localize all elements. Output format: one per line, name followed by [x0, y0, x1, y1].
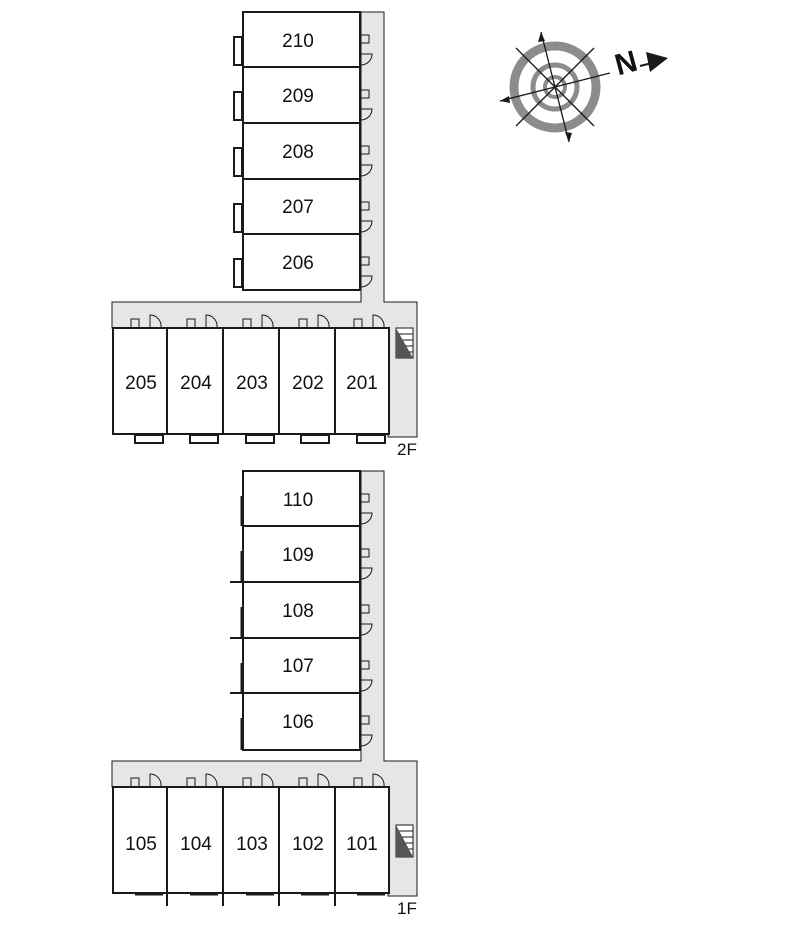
unit-1f-h0: 105	[112, 773, 168, 906]
unit-2f-h1: 204	[166, 314, 224, 444]
unit-1f-v3: 107	[230, 637, 373, 694]
unit-room	[242, 178, 361, 235]
unit-room	[278, 786, 336, 894]
unit-1f-h4: 101	[334, 773, 390, 896]
balcony	[300, 434, 330, 444]
door-icon	[360, 34, 373, 66]
unit-number: 106	[282, 712, 314, 733]
unit-room	[242, 470, 361, 527]
north-arrow-icon	[646, 52, 668, 72]
balcony	[189, 434, 219, 444]
unit-number: 202	[292, 373, 324, 394]
unit-1f-v2: 108	[230, 581, 373, 639]
corridor-1f	[111, 470, 418, 897]
unit-2f-v3: 207	[233, 178, 373, 235]
unit-number: 108	[282, 601, 314, 622]
door-icon	[130, 773, 162, 787]
door-icon	[360, 201, 373, 233]
stairs-1f	[395, 824, 414, 858]
floor-label-2f: 2F	[397, 440, 417, 459]
unit-room	[334, 786, 390, 894]
unit-number: 204	[180, 373, 212, 394]
unit-room	[222, 327, 280, 435]
unit-1f-v0: 110	[240, 470, 373, 527]
unit-room	[166, 327, 224, 435]
floor-2f: 210 209 208 20	[111, 11, 418, 459]
unit-room	[334, 327, 390, 435]
unit-2f-v4: 206	[233, 233, 373, 291]
unit-number: 109	[282, 545, 314, 566]
balcony	[134, 434, 164, 444]
unit-number: 110	[283, 490, 313, 511]
unit-number: 201	[346, 373, 378, 394]
unit-number: 205	[125, 373, 157, 394]
unit-room	[242, 637, 361, 694]
balcony	[233, 258, 243, 288]
door-icon	[353, 314, 385, 328]
balcony	[356, 434, 386, 444]
balcony	[233, 36, 243, 66]
door-icon	[242, 314, 274, 328]
door-icon	[353, 773, 385, 787]
unit-2f-h2: 203	[222, 314, 280, 444]
door-icon	[360, 660, 373, 692]
unit-number: 209	[282, 86, 314, 107]
unit-room	[242, 692, 361, 751]
floor-label-1f: 1F	[397, 899, 417, 918]
door-icon	[360, 256, 373, 288]
door-icon	[360, 145, 373, 177]
unit-room	[242, 66, 361, 124]
door-icon	[186, 773, 218, 787]
unit-1f-v1: 109	[230, 525, 373, 583]
unit-number: 208	[282, 142, 314, 163]
floor-1f: 110 109 108	[111, 470, 418, 918]
door-icon	[360, 715, 373, 747]
unit-2f-h3: 202	[278, 314, 336, 444]
unit-number: 102	[292, 834, 324, 855]
unit-number: 206	[282, 253, 314, 274]
unit-2f-v1: 209	[233, 66, 373, 124]
unit-number: 207	[282, 197, 314, 218]
unit-2f-h4: 201	[334, 314, 390, 444]
door-icon	[242, 773, 274, 787]
unit-room	[242, 581, 361, 639]
door-icon	[298, 314, 330, 328]
unit-number: 101	[346, 834, 378, 855]
door-icon	[360, 89, 373, 121]
door-icon	[360, 548, 373, 580]
unit-1f-v4: 106	[240, 692, 373, 751]
unit-number: 103	[236, 834, 268, 855]
door-icon	[186, 314, 218, 328]
balcony	[245, 434, 275, 444]
unit-2f-v2: 208	[233, 122, 373, 180]
compass-rose-icon: N	[499, 31, 668, 143]
unit-1f-h2: 103	[222, 773, 280, 906]
door-icon	[130, 314, 162, 328]
door-icon	[298, 773, 330, 787]
unit-number: 107	[282, 656, 314, 677]
unit-room	[112, 786, 168, 894]
balcony	[233, 203, 243, 233]
compass-north-label: N	[611, 45, 640, 82]
unit-room	[166, 786, 224, 894]
unit-1f-h3: 102	[278, 773, 336, 906]
balcony	[233, 91, 243, 121]
unit-number: 105	[125, 834, 157, 855]
unit-2f-h0: 205	[112, 314, 168, 444]
balcony	[233, 147, 243, 177]
door-icon	[360, 493, 373, 525]
stairs-2f	[395, 327, 414, 359]
unit-number: 210	[282, 31, 314, 52]
unit-number: 104	[180, 834, 212, 855]
unit-1f-h1: 104	[166, 773, 224, 906]
unit-number: 203	[236, 373, 268, 394]
door-icon	[360, 604, 373, 636]
unit-2f-v0: 210	[233, 11, 373, 68]
corridor-2f	[111, 11, 418, 438]
